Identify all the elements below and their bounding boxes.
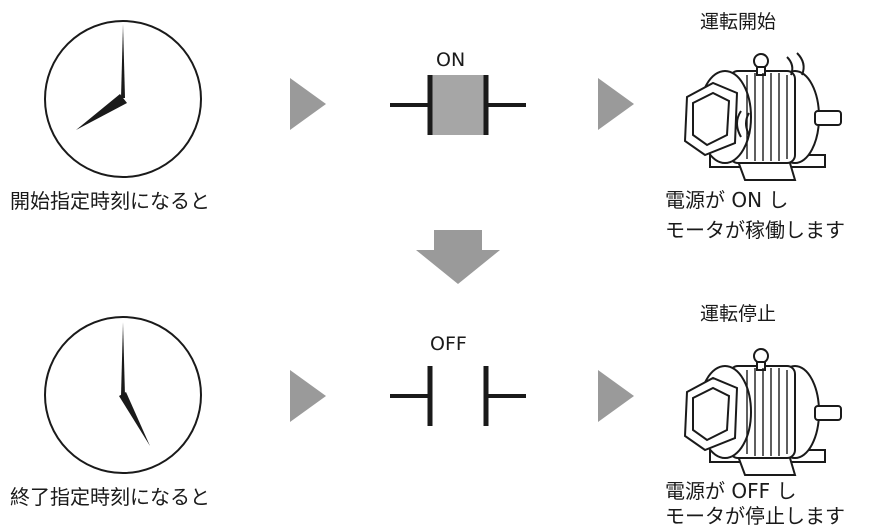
contact-label-on: ON [436,49,466,71]
trigger-text-end: 終了指定時刻になると [10,485,210,509]
motor-icon-running [683,52,842,181]
contact-label-off: OFF [430,333,467,355]
arrow-right-icon [290,370,326,422]
arrow-down-icon [416,230,500,284]
trigger-text-start: 開始指定時刻になると [10,189,210,213]
motor-icon-stopped [683,348,842,476]
contact-icon-closed [390,75,526,135]
state-label-start: 運転開始 [700,11,777,33]
arrow-right-icon [290,78,326,130]
clock-icon-start [44,20,202,178]
result-line2-start: モータが稼働します [665,218,845,242]
arrow-right-icon [598,370,634,422]
clock-icon-end [44,316,202,474]
result-line1-start: 電源が ON し [665,188,789,212]
state-label-stop: 運転停止 [700,303,777,325]
result-line1-stop: 電源が OFF し [665,479,797,503]
result-line2-stop: モータが停止します [665,504,845,528]
contact-icon-open [390,366,526,426]
arrow-right-icon [598,78,634,130]
